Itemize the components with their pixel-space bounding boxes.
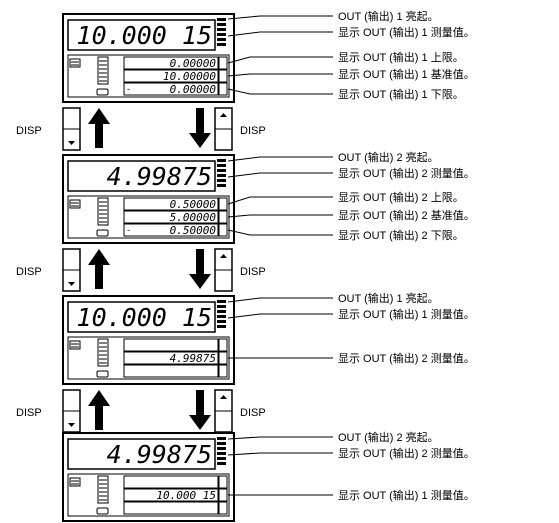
panel-1-note-5: 显示 OUT (输出) 1 下限。 <box>338 87 464 101</box>
down-key-left-3 <box>62 389 81 433</box>
up-arrow-icon <box>88 249 110 289</box>
panel-2-lower-sign: - <box>127 225 130 235</box>
panel-1-indicator-leds <box>217 18 226 46</box>
panel-2-upper-limit: 0.50000 <box>170 198 217 211</box>
panel-3: 10.000 15 4.99875 <box>62 291 475 385</box>
panel-4: 4.99875 10.000 15 <box>62 430 475 522</box>
panel-1-keypad-icon <box>69 58 81 68</box>
up-triangle-icon <box>220 113 227 117</box>
panel-4-sub-value: 10.000 15 <box>156 489 216 502</box>
panel-1-note-3: 显示 OUT (输出) 1 上限。 <box>338 50 464 64</box>
down-key-left-2 <box>62 248 81 292</box>
panel-3-button-icon <box>96 370 109 378</box>
panel-3-indicator-leds <box>217 300 226 328</box>
panel-1-upper-limit: 0.00000 <box>170 57 217 70</box>
panel-4-keypad-icon <box>69 477 81 487</box>
up-key-right-1 <box>214 107 233 151</box>
down-key-left-1 <box>62 107 81 151</box>
down-arrow-icon <box>189 108 211 148</box>
panel-1-note-2: 显示 OUT (输出) 1 测量值。 <box>338 25 475 39</box>
up-key-right-3 <box>214 389 233 433</box>
panel-4-note-2: 显示 OUT (输出) 2 测量值。 <box>338 446 475 460</box>
panel-3-bar-graph-icon <box>97 338 109 367</box>
disp-label-right-2: DISP <box>240 266 266 278</box>
panel-1-lower-limit: 0.00000 <box>170 83 217 96</box>
panel-1: 10.000 15 0.00000 10.00000 <box>62 9 475 103</box>
down-triangle-icon <box>68 141 75 145</box>
down-arrow-icon <box>189 390 211 430</box>
up-arrow-icon <box>88 108 110 148</box>
panel-2-main-value: 4.99875 <box>107 162 212 191</box>
up-arrow-icon <box>88 390 110 430</box>
panel-4-leader-lines <box>227 436 333 496</box>
panel-4-indicator-leds <box>217 437 226 465</box>
panel-2-button-icon <box>96 229 109 237</box>
disp-label-left-1: DISP <box>16 125 42 137</box>
panel-1-button-icon <box>96 88 109 96</box>
panel-2-reference-value: 5.00000 <box>170 211 217 224</box>
panel-2-indicator-leds <box>217 159 226 187</box>
panel-4-note-3: 显示 OUT (输出) 1 测量值。 <box>338 488 475 502</box>
disp-label-right-1: DISP <box>240 125 266 137</box>
up-triangle-icon <box>220 395 227 399</box>
disp-label-left-3: DISP <box>16 407 42 419</box>
panel-3-note-1: OUT (输出) 1 亮起。 <box>338 291 439 305</box>
panel-1-bar-graph-icon <box>97 56 109 85</box>
panel-2-lower-limit: 0.50000 <box>170 224 217 237</box>
panel-4-main-value: 4.99875 <box>107 440 212 469</box>
panel-2-leader-lines <box>227 156 333 236</box>
panel-1-note-4: 显示 OUT (输出) 1 基准值。 <box>338 67 475 81</box>
panel-2-note-3: 显示 OUT (输出) 2 上限。 <box>338 190 464 204</box>
panel-2: 4.99875 0.50000 5.00000 - <box>62 150 475 244</box>
panel-2-note-5: 显示 OUT (输出) 2 下限。 <box>338 228 464 242</box>
panel-3-note-2: 显示 OUT (输出) 1 测量值。 <box>338 307 475 321</box>
panel-1-lower-sign: - <box>127 84 130 94</box>
panel-4-button-icon <box>96 507 109 515</box>
panel-4-note-1: OUT (输出) 2 亮起。 <box>338 430 439 444</box>
panel-2-note-4: 显示 OUT (输出) 2 基准值。 <box>338 208 475 222</box>
down-triangle-icon <box>68 423 75 427</box>
panel-1-note-1: OUT (输出) 1 亮起。 <box>338 9 439 23</box>
panel-2-bar-graph-icon <box>97 197 109 226</box>
up-triangle-icon <box>220 254 227 258</box>
down-arrow-icon <box>189 249 211 289</box>
panel-2-note-1: OUT (输出) 2 亮起。 <box>338 150 439 164</box>
transition-2: DISP DISP <box>16 248 266 292</box>
panel-4-bar-graph-icon <box>97 475 109 504</box>
down-triangle-icon <box>68 282 75 286</box>
panel-3-leader-lines <box>227 297 333 359</box>
disp-label-right-3: DISP <box>240 407 266 419</box>
panel-3-sub-value: 4.99875 <box>170 352 216 365</box>
up-key-right-2 <box>214 248 233 292</box>
panel-3-main-value: 10.000 15 <box>77 303 212 332</box>
panel-1-leader-lines <box>227 15 333 95</box>
panel-2-note-2: 显示 OUT (输出) 2 测量值。 <box>338 166 475 180</box>
panel-1-reference-value: 10.00000 <box>163 70 216 83</box>
panel-1-main-value: 10.000 15 <box>77 21 212 50</box>
disp-label-left-2: DISP <box>16 266 42 278</box>
transition-3: DISP DISP <box>16 389 266 433</box>
transition-1: DISP DISP <box>16 107 266 151</box>
panel-2-keypad-icon <box>69 199 81 209</box>
panel-3-keypad-icon <box>69 340 81 350</box>
panel-3-note-3: 显示 OUT (输出) 2 测量值。 <box>338 351 475 365</box>
